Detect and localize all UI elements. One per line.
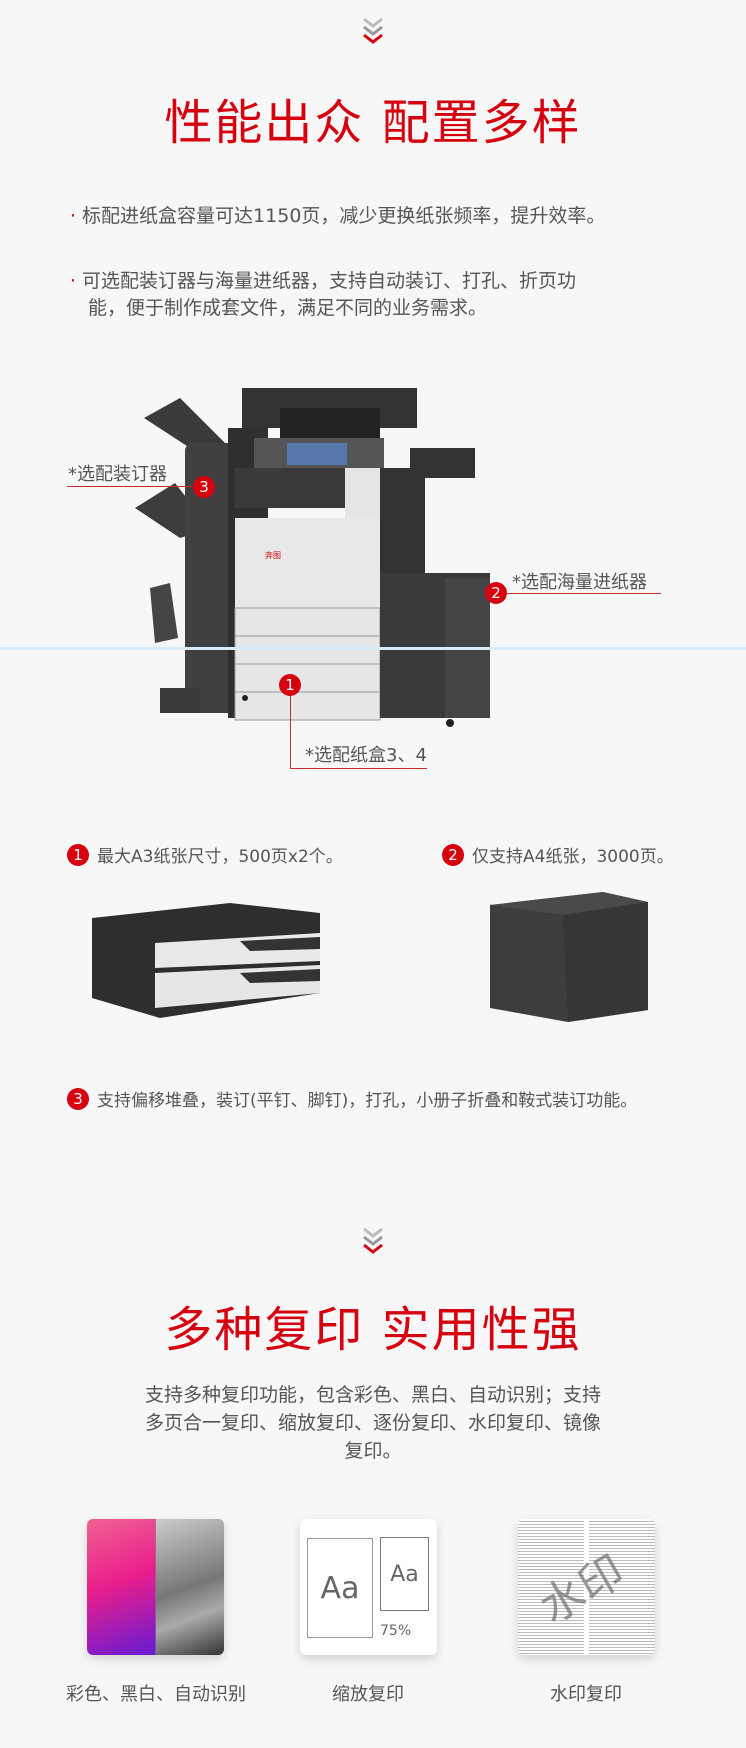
original-page: Aa [307, 1538, 373, 1638]
high-capacity-feeder-image [490, 892, 648, 1022]
callout-badge: 3 [193, 476, 215, 498]
chevron-down-icon [363, 17, 383, 44]
callout-label-trays: *选配纸盒3、4 [305, 745, 427, 766]
callout-line [290, 696, 291, 768]
printer-image: 奔图 [135, 388, 490, 727]
callout-badge: 1 [279, 674, 301, 696]
chevron-down-icon [363, 1227, 383, 1254]
callout-line [290, 768, 427, 769]
zoom-copy-card: Aa Aa 75% [300, 1519, 437, 1655]
callout-badge: 2 [485, 582, 507, 604]
paper-tray-image [92, 903, 320, 1018]
feature-bullet: ·标配进纸盒容量可达1150页，减少更换纸张频率，提升效率。 [70, 205, 606, 227]
section-title: 性能出众 配置多样 [164, 95, 582, 151]
divider-line [0, 647, 746, 650]
reduced-page: Aa [380, 1537, 429, 1611]
section-description: 支持多种复印功能，包含彩色、黑白、自动识别；支持多页合一复印、缩放复印、逐份复印… [144, 1384, 601, 1462]
callout-label-finisher: *选配装订器 [68, 464, 167, 485]
svg-text:奔图: 奔图 [265, 550, 281, 560]
card-caption: 水印复印 [550, 1684, 622, 1705]
card-caption: 缩放复印 [332, 1684, 404, 1705]
color-copy-card [87, 1519, 224, 1655]
callout-line [496, 593, 661, 594]
callout-label-feeder: *选配海量进纸器 [512, 572, 647, 593]
feature-bullet: ·可选配装订器与海量进纸器，支持自动装订、打孔、折页功能，便于制作成套文件，满足… [70, 270, 577, 319]
card-caption: 彩色、黑白、自动识别 [66, 1684, 246, 1705]
callout-line [67, 486, 192, 487]
section-title: 多种复印 实用性强 [164, 1302, 582, 1358]
zoom-percent: 75% [380, 1623, 412, 1639]
watermark-copy-card: 水印 [518, 1519, 655, 1655]
